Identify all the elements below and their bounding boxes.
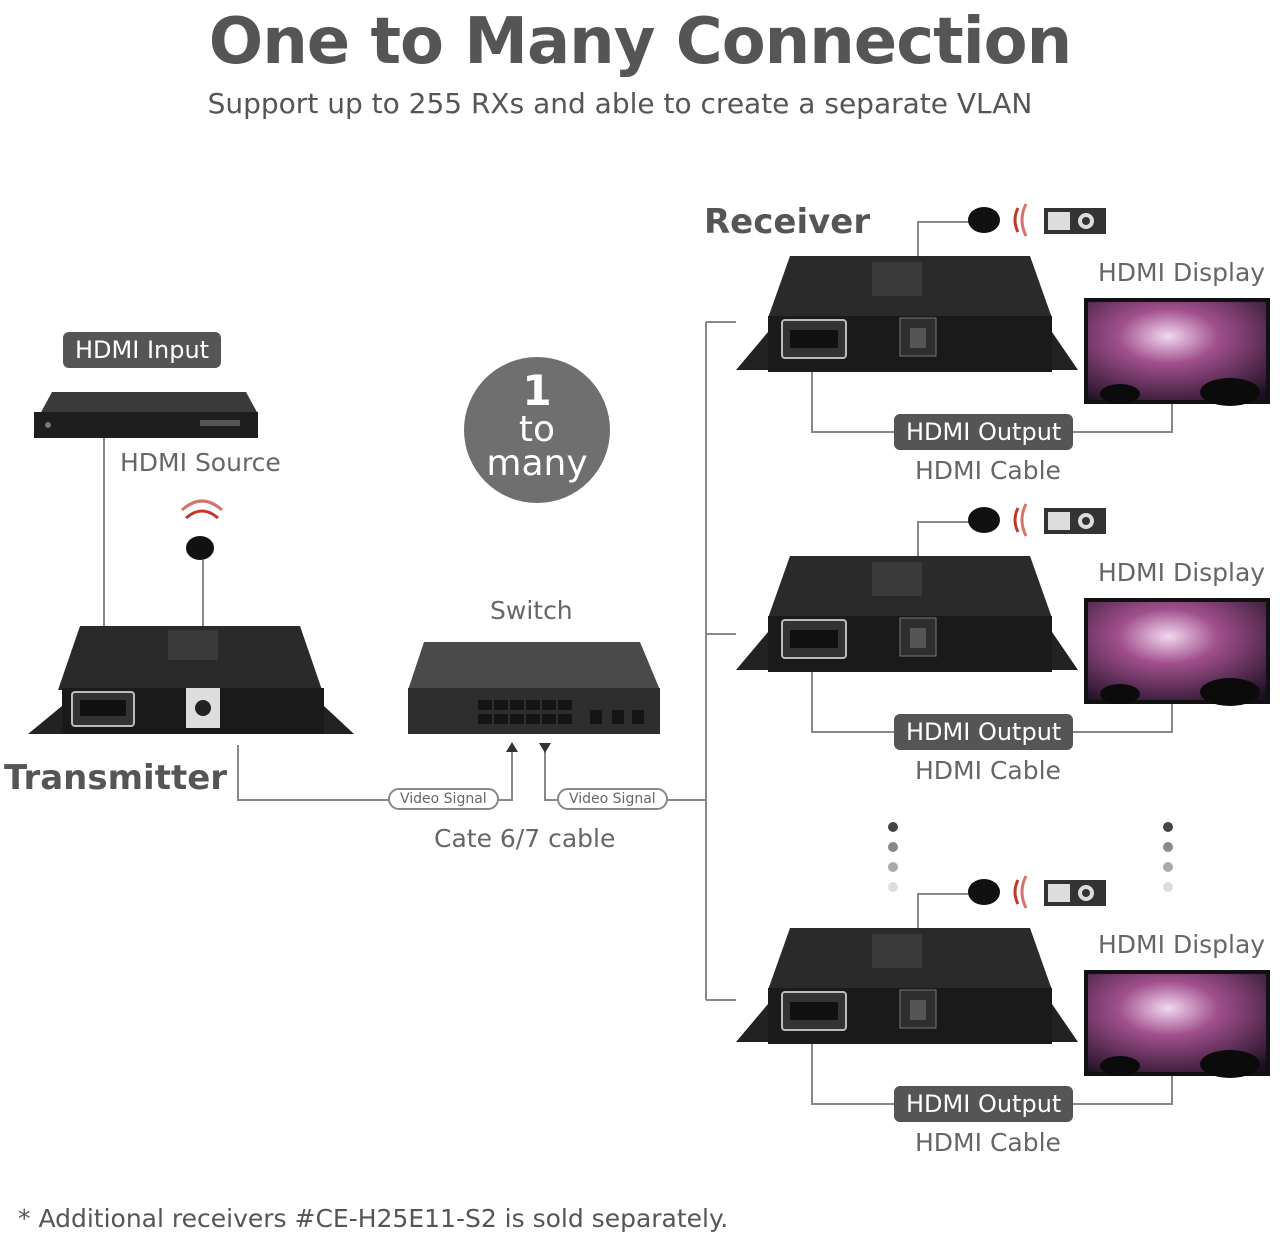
hdmi-output-tag: HDMI Output [894,414,1074,450]
badge-word-many: many [486,443,588,484]
transmitter-label: Transmitter [4,758,228,798]
transmitter-ir-sensor [180,499,224,630]
hdmi-display [1084,298,1270,406]
hdmi-input-tag: HDMI Input [63,332,222,368]
hdmi-display-label: HDMI Display [1098,558,1266,587]
ir-receiver-icon [968,507,1000,533]
media-player-icon [1044,508,1106,534]
ir-receiver-icon [968,879,1000,905]
cable-type-label: Cate 6/7 cable [434,824,616,853]
more-receivers-dots [888,822,1173,892]
footnote: * Additional receivers #CE-H25E11-S2 is … [18,1204,729,1233]
hdmi-display [1084,970,1270,1078]
page-subtitle: Support up to 255 RXs and able to create… [207,87,1033,120]
video-signal-tag-right: Video Signal [557,788,668,810]
video-signal-tag-left: Video Signal [388,788,499,810]
receiver-label: Receiver [704,202,871,242]
receiver-unit-3 [736,875,1270,1105]
transmitter-lan-cable [237,745,390,801]
hdmi-source-label: HDMI Source [120,448,281,477]
page-title: One to Many Connection [208,5,1072,79]
receiver-unit-2 [736,503,1270,733]
media-player-icon [1044,208,1106,234]
receiver-device [736,256,1078,372]
hdmi-cable-label: HDMI Cable [915,1128,1061,1157]
receiver-device [736,928,1078,1044]
receiver-device [736,556,1078,672]
network-switch [408,642,660,734]
switch-label: Switch [490,596,573,625]
hdmi-display-label: HDMI Display [1098,930,1266,959]
hdmi-output-tag: HDMI Output [894,714,1074,750]
ir-receiver-icon [968,207,1000,233]
transmitter-device [28,626,354,734]
hdmi-cable-label: HDMI Cable [915,756,1061,785]
hdmi-display-label: HDMI Display [1098,258,1266,287]
media-player-icon [1044,880,1106,906]
hdmi-source-device [34,392,258,438]
hdmi-display [1084,598,1270,706]
hdmi-output-tag: HDMI Output [894,1086,1074,1122]
hdmi-cable-label: HDMI Cable [915,456,1061,485]
receiver-unit-1 [736,203,1270,433]
badge-word-to: to [518,409,556,450]
badge-number: 1 [522,366,552,415]
one-to-many-badge: 1 to many [464,357,610,503]
